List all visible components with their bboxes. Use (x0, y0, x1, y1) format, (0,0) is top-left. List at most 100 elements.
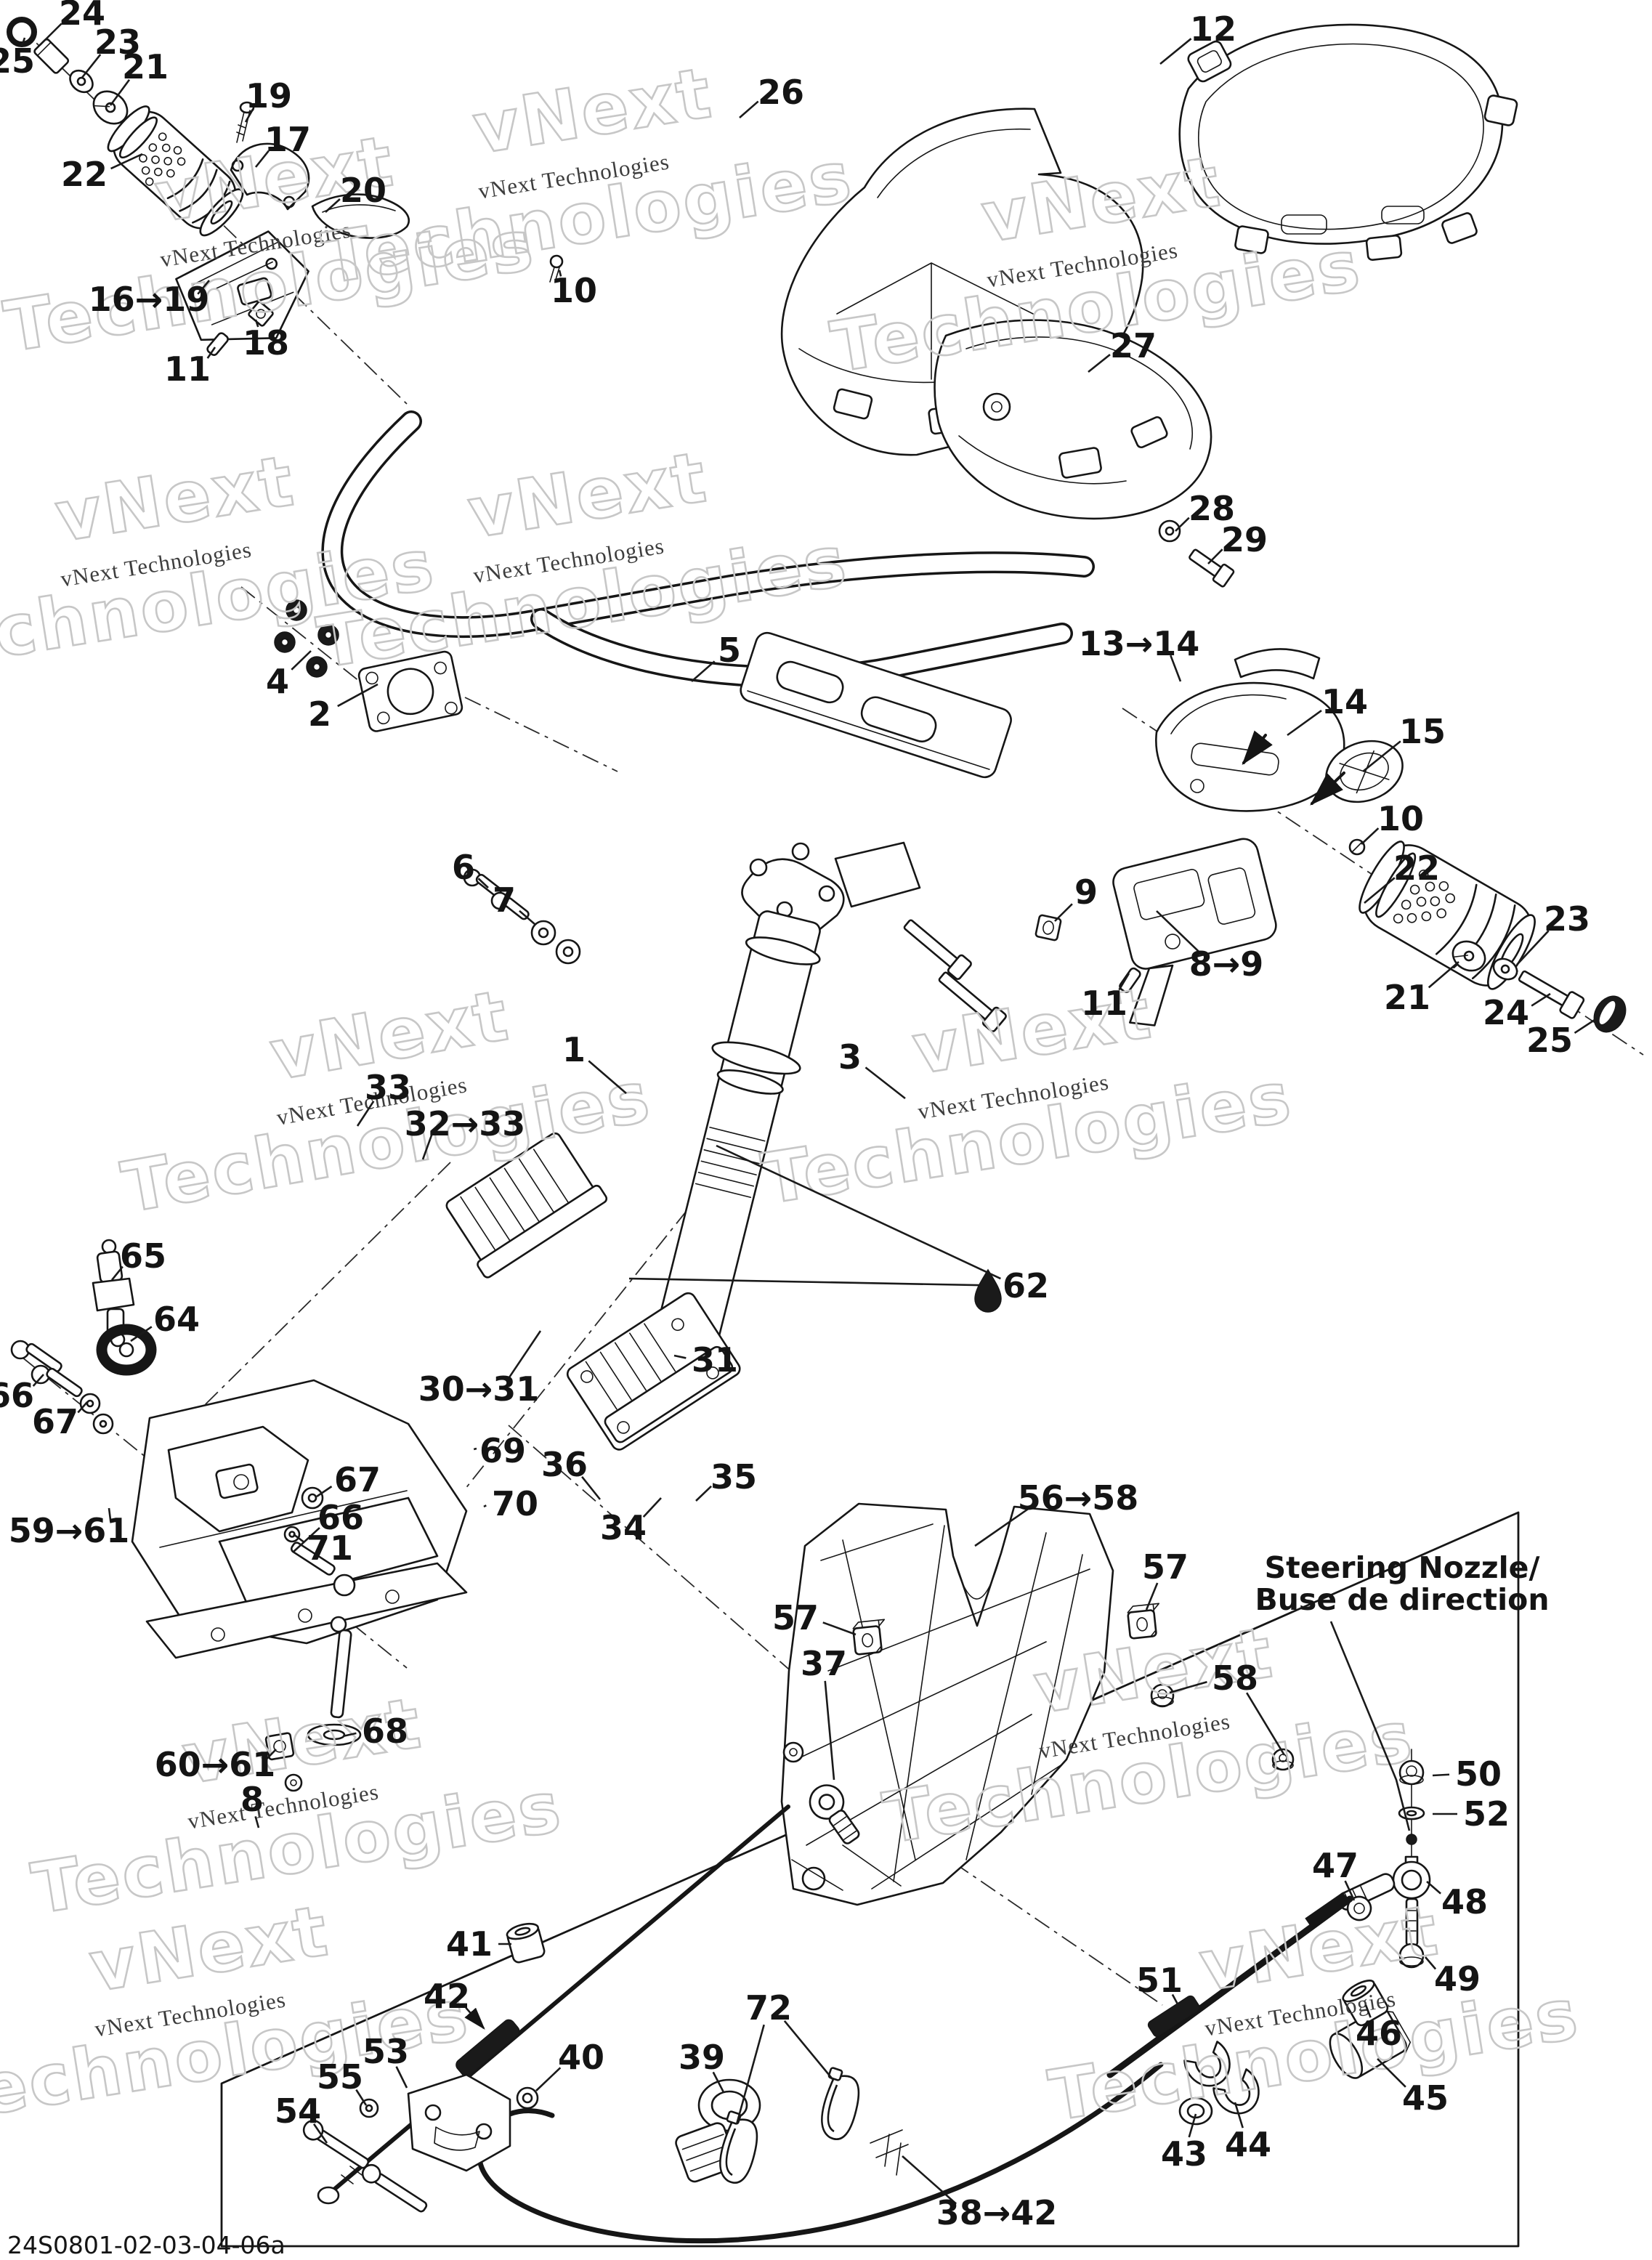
leader-line (32, 1374, 44, 1387)
leader-line (77, 1401, 88, 1414)
leader-line (822, 1621, 857, 1636)
leader-line (1428, 961, 1459, 989)
nut-50 (1398, 1759, 1425, 1786)
part-number: 4 (266, 662, 289, 701)
part-label-54: 54 (275, 2091, 328, 2144)
part-number: 62 (1003, 1266, 1049, 1305)
part-number: 60→61 (155, 1745, 276, 1784)
part-label-7: 7 (493, 880, 535, 925)
nut-near-37 (782, 1741, 804, 1763)
labels: 242321251917222016→191811102612272829524… (0, 0, 1598, 2232)
leader-line (1361, 827, 1380, 845)
leader-line (1287, 710, 1322, 737)
cable-end-cap (317, 2186, 340, 2205)
leader-line (110, 1265, 124, 1281)
part-label-8→9: 8→9 (1156, 910, 1263, 984)
watermark-outline-line1: vNext (1194, 1890, 1444, 2007)
bolt-68 (307, 1616, 362, 1746)
part-label-15: 15 (1362, 712, 1446, 773)
part-number: 33 (365, 1068, 411, 1107)
axis-rack (152, 1162, 451, 1457)
bolt-24-right (1518, 970, 1585, 1019)
part-label-51: 51 (1136, 1961, 1183, 2012)
part-label-28: 28 (1175, 489, 1235, 532)
clip-nut-57-left (852, 1619, 886, 1656)
leader-line (865, 1066, 906, 1100)
leader-line (325, 198, 341, 213)
bolt-66-right (290, 1542, 356, 1597)
leader-line (316, 1486, 333, 1498)
leader-line (519, 910, 535, 925)
part-label-46: 46 (1356, 2004, 1402, 2053)
clip-nut-57-right (1127, 1603, 1160, 1640)
support-housing-area (10, 1239, 468, 1792)
part-label-11: 11 (164, 347, 216, 389)
washer-28 (1158, 519, 1181, 543)
cam-washer-21-right (1451, 940, 1486, 972)
part-label-34: 34 (600, 1497, 662, 1547)
part-number: 35 (710, 1457, 757, 1496)
bracket-17-hole (231, 159, 244, 172)
washer-55 (359, 2098, 379, 2118)
part-label-33: 33 (356, 1068, 411, 1127)
part-number: 25 (1526, 1021, 1573, 1060)
leader-line (1234, 2102, 1244, 2129)
part-number: 32→33 (405, 1104, 526, 1143)
bolt-29 (1189, 548, 1235, 588)
part-number: 49 (1434, 1959, 1481, 1998)
leader-line (739, 100, 759, 118)
part-number: 1 (562, 1030, 586, 1069)
part-label-39: 39 (679, 2038, 725, 2093)
leader-line (421, 1135, 433, 1160)
bracket-53 (407, 2073, 511, 2172)
washer-67-right (301, 1486, 324, 1510)
housing-13-14 (1155, 681, 1345, 812)
sensor-65 (92, 1239, 135, 1348)
leader-dot (1406, 1834, 1417, 1845)
part-number: 21 (1384, 978, 1430, 1017)
part-label-25: 25 (0, 37, 35, 81)
clamp-30-31 (566, 1292, 741, 1451)
part-label-6: 6 (452, 848, 489, 888)
part-label-12: 12 (1159, 9, 1236, 65)
part-number: 43 (1161, 2134, 1207, 2174)
bracket-56-58 (780, 1502, 1114, 1906)
axis-clamp (240, 586, 378, 697)
part-number: 8 (240, 1780, 264, 1819)
oil-drop-62 (974, 1268, 1002, 1313)
part-label-23: 23 (1516, 899, 1590, 965)
watermark-outline-line1: vNext (463, 437, 713, 554)
steering-nozzle-line1: Steering Nozzle/ (1265, 1550, 1540, 1585)
part-label-23: 23 (80, 23, 141, 79)
part-number: 16→19 (89, 280, 210, 319)
leader-line (342, 1732, 357, 1738)
part-label-29: 29 (1207, 520, 1268, 564)
part-number: 70 (492, 1484, 538, 1523)
cable-ties-72 (719, 2067, 860, 2184)
part-label-43: 43 (1161, 2113, 1207, 2174)
part-number: 31 (692, 1340, 738, 1380)
part-label-48: 48 (1426, 1881, 1488, 1921)
part-label-66: 66 (293, 1498, 364, 1552)
part-label-57: 57 (772, 1598, 857, 1637)
diagram-code: 24S0801-02-03-04-06a (7, 2231, 286, 2259)
housing-59-61 (131, 1379, 468, 1659)
leader-line (1118, 973, 1130, 991)
leader-line (1377, 2058, 1406, 2088)
part-label-71: 71 (293, 1528, 353, 1568)
bolt-24-left (33, 38, 70, 74)
rack-32-33 (445, 1132, 608, 1279)
watermark-outline-line2: Technologies (1044, 1973, 1585, 2137)
part-number: 56→58 (1018, 1478, 1139, 1518)
part-number: 2 (308, 694, 331, 734)
part-label-36: 36 (541, 1445, 602, 1500)
leader-line (1516, 930, 1550, 965)
part-number: 9 (1074, 872, 1098, 912)
part-label-64: 64 (130, 1300, 200, 1342)
part-number: 39 (679, 2038, 725, 2077)
bolt-49 (1398, 1897, 1425, 1969)
leader-line (39, 23, 62, 46)
